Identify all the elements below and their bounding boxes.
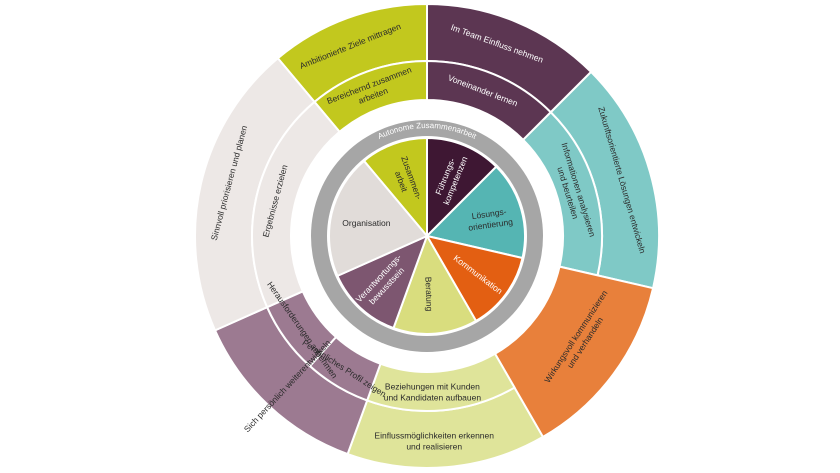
core-segment	[328, 159, 429, 278]
core-segment	[425, 165, 526, 260]
core-segment	[362, 136, 428, 239]
core-segment-label: Organisation	[342, 218, 390, 228]
core-segment-label: Beratung	[423, 277, 434, 312]
core-segment	[392, 233, 478, 335]
core-segment	[336, 234, 429, 330]
core-ring	[328, 136, 526, 335]
core-segment	[426, 136, 498, 239]
core-segment	[424, 234, 524, 323]
